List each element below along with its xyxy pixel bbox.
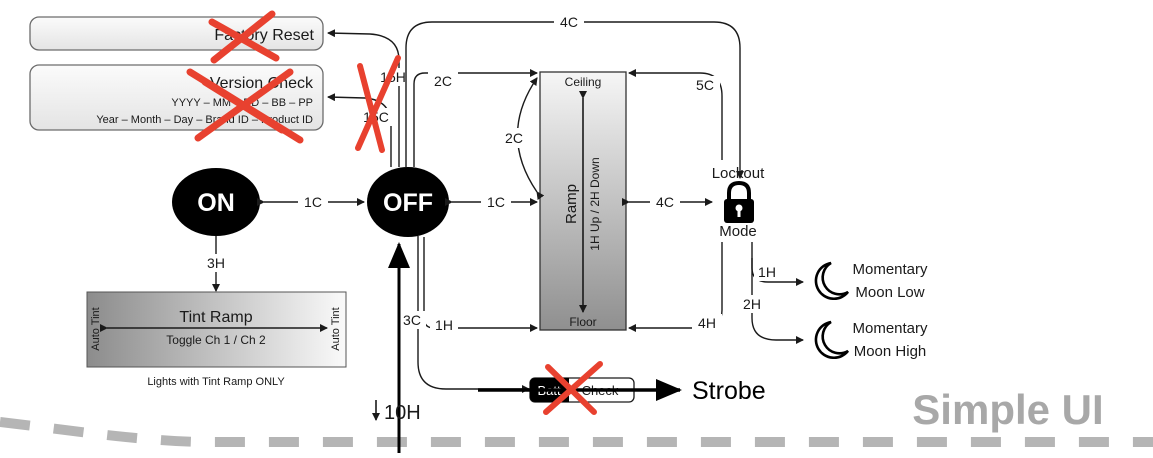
- ramp-floor-label: Floor: [569, 315, 596, 329]
- off-label: OFF: [383, 189, 433, 217]
- moon-high-line2: Moon High: [854, 343, 927, 360]
- edge-moon-high-label: 2H: [743, 296, 761, 312]
- moon-low-icon: [814, 261, 850, 301]
- edge-off-version-check: [327, 93, 392, 167]
- edge-off-ramp-label: 1C: [487, 194, 505, 210]
- red-x-version-check: [186, 68, 304, 144]
- edge-off-factory-reset: [327, 29, 400, 167]
- tint-ramp-subtitle: Toggle Ch 1 / Ch 2: [166, 333, 266, 347]
- tint-ramp-side-right: Auto Tint: [330, 307, 342, 350]
- ramp-title: Ramp: [563, 184, 580, 224]
- edge-moon-low-label: 1H: [758, 264, 776, 280]
- tint-ramp-title: Tint Ramp: [179, 309, 252, 326]
- tint-ramp-box: [86, 291, 347, 368]
- off-state: [367, 167, 449, 237]
- ramp-ceiling-label: Ceiling: [565, 75, 602, 89]
- edge-off-lockout-label: 4C: [560, 14, 578, 30]
- lockout-label-top: Lockout: [712, 165, 765, 182]
- on-label: ON: [197, 189, 235, 217]
- dashed-swoosh: [0, 417, 1153, 447]
- edge-lockout-ceiling-label: 5C: [696, 77, 714, 93]
- edge-off-floor-label: 1H: [435, 317, 453, 333]
- red-x-battcheck: [543, 361, 603, 415]
- edge-off-battcheck-label: 3C: [403, 312, 421, 328]
- edge-off-floor: [423, 237, 538, 332]
- edge-ramp-lockout-label: 4C: [656, 194, 674, 210]
- strobe-label: Strobe: [692, 377, 766, 405]
- red-x-factory-reset: [208, 10, 280, 64]
- tint-ramp-side-left: Auto Tint: [90, 307, 102, 350]
- edge-lockout-moon-high: [751, 258, 804, 344]
- moon-low-line1: Momentary: [852, 261, 928, 278]
- edge-10h-label: 10H: [384, 402, 421, 424]
- edge-off-ceiling-label: 2C: [434, 73, 452, 89]
- ramp-subtitle: 1H Up / 2H Down: [588, 157, 602, 250]
- edge-off-battcheck: [417, 236, 530, 393]
- on-state: [172, 168, 260, 236]
- version-check-title: Version Check: [210, 75, 314, 92]
- moon-low-line2: Moon Low: [855, 284, 924, 301]
- edge-lockout-floor-label: 4H: [698, 315, 716, 331]
- lock-icon: [724, 180, 754, 223]
- edge-off-ceiling: [413, 69, 538, 167]
- moon-high-icon: [814, 320, 850, 360]
- edge-on-off-label: 1C: [304, 194, 322, 210]
- red-x-version-edge: [355, 55, 401, 153]
- watermark: Simple UI: [912, 386, 1103, 433]
- edge-ramp-2c-label: 2C: [505, 130, 523, 146]
- tint-ramp-note: Lights with Tint Ramp ONLY: [147, 376, 285, 388]
- lockout-label-bottom: Mode: [719, 223, 757, 240]
- moon-high-line1: Momentary: [852, 320, 928, 337]
- edge-on-tint-label: 3H: [207, 255, 225, 271]
